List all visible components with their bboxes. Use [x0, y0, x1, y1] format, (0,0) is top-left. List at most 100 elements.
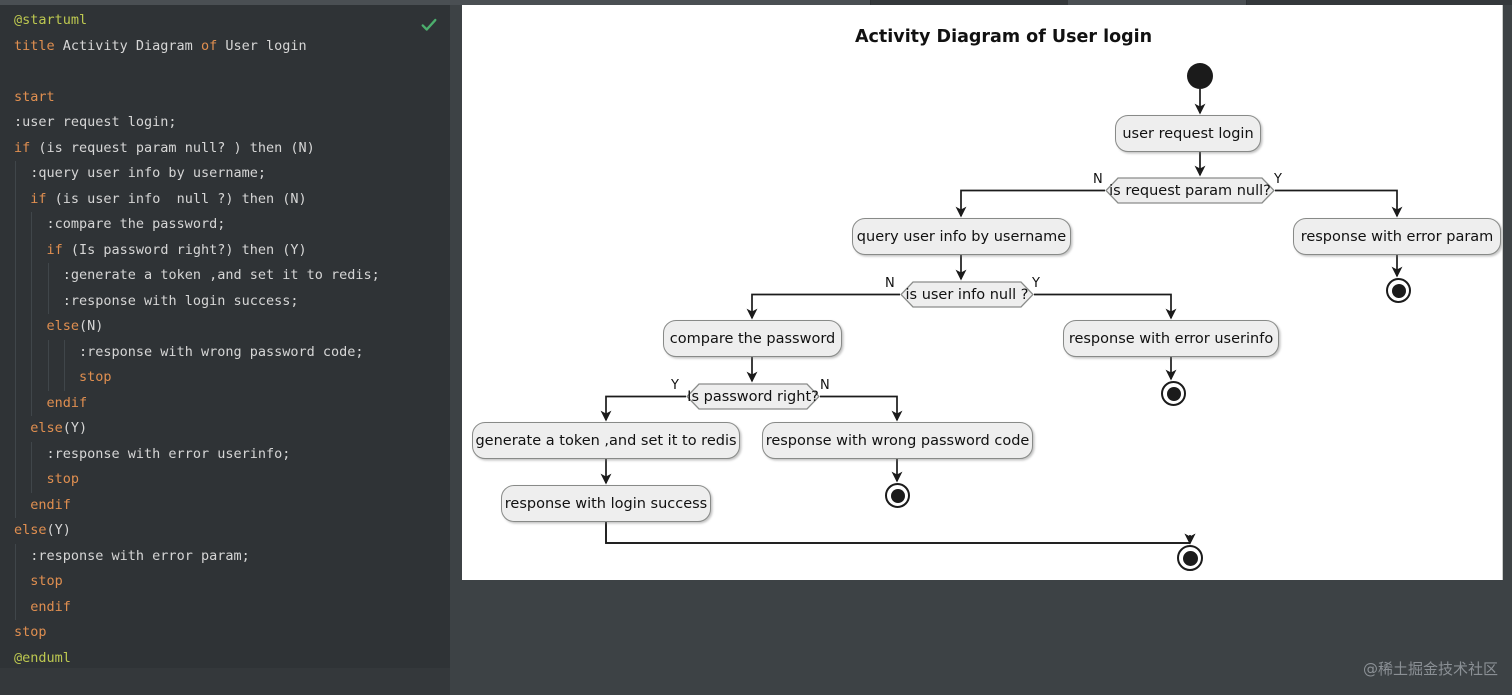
code-token: endif: [30, 598, 71, 615]
code-line[interactable]: endif: [0, 492, 450, 518]
branch-label: Y: [1032, 276, 1040, 291]
code-line[interactable]: stop: [0, 620, 450, 646]
code-token: (is request param null? ) then (N): [30, 139, 315, 156]
browser-tab[interactable]: [725, 0, 871, 5]
decision-node: is user info null ?: [900, 281, 1034, 308]
code-token: stop: [79, 369, 112, 385]
code-token: User login: [217, 37, 307, 54]
code-token: :response with wrong password code;: [79, 343, 364, 360]
indent-guide: [63, 339, 65, 365]
activity-node: query user info by username: [852, 218, 1071, 255]
code-line[interactable]: if (is request param null? ) then (N): [0, 136, 450, 162]
watermark: @稀土掘金技术社区: [1362, 660, 1498, 678]
diagram-title: Activity Diagram of User login: [855, 27, 1153, 47]
code-line[interactable]: :user request login;: [0, 110, 450, 136]
code-line[interactable]: :response with login success;: [0, 288, 450, 314]
code-token: (N): [79, 318, 104, 334]
indent-guide: [15, 288, 16, 314]
end-node: [1177, 545, 1203, 571]
activity-node-label: response with error userinfo: [1068, 330, 1274, 347]
indent-guide: [15, 467, 16, 493]
diagram-preview-pane[interactable]: Activity Diagram of User login: [462, 5, 1503, 580]
indent-guide: [47, 263, 49, 289]
indent-guide: [31, 441, 33, 467]
indent-guide: [47, 365, 49, 391]
code-line[interactable]: title Activity Diagram of User login: [0, 34, 450, 60]
code-line[interactable]: if (Is password right?) then (Y): [0, 237, 450, 263]
code-token: :compare the password;: [46, 216, 226, 232]
code-token: Activity Diagram: [54, 37, 201, 54]
code-token: start: [14, 88, 55, 105]
activity-node-label: response with wrong password code: [765, 432, 1030, 449]
indent-guide: [31, 237, 33, 263]
editor-bottom-strip: [0, 668, 450, 695]
branch-label: N: [820, 378, 830, 393]
code-token: title: [14, 37, 55, 54]
indent-guide: [15, 339, 16, 365]
start-node: [1187, 63, 1213, 89]
code-token: of: [200, 37, 218, 54]
decision-shape: [686, 383, 820, 410]
indent-guide: [15, 594, 16, 620]
code-line[interactable]: else(Y): [0, 416, 450, 442]
code-line[interactable]: stop: [0, 365, 450, 391]
activity-node-label: response with login success: [504, 495, 708, 512]
code-line[interactable]: @startuml: [0, 8, 450, 34]
code-token: endif: [30, 496, 71, 513]
indent-guide: [15, 263, 16, 289]
indent-guide: [15, 569, 16, 595]
code-line[interactable]: @enduml: [0, 646, 450, 669]
code-token: :query user info by username;: [30, 165, 266, 181]
activity-node: response with wrong password code: [762, 422, 1033, 459]
code-token: if: [46, 241, 63, 258]
code-token: else: [46, 318, 80, 334]
decision-node: Is password right?: [686, 383, 820, 410]
code-token: (Y): [62, 420, 88, 436]
code-line[interactable]: [0, 59, 450, 85]
code-line[interactable]: stop: [0, 569, 450, 595]
code-line[interactable]: :generate a token ,and set it to redis;: [0, 263, 450, 289]
code-line[interactable]: start: [0, 85, 450, 111]
code-line[interactable]: :query user info by username;: [0, 161, 450, 187]
activity-node: response with login success: [501, 485, 711, 522]
code-line[interactable]: endif: [0, 594, 450, 620]
code-token: (Is password right?) then (Y): [62, 241, 307, 258]
code-line[interactable]: if (is user info null ?) then (N): [0, 186, 450, 212]
code-line[interactable]: :response with wrong password code;: [0, 339, 450, 365]
indent-guide: [15, 492, 16, 518]
code-line[interactable]: else(N): [0, 314, 450, 340]
branch-label: N: [1093, 172, 1103, 187]
code-line[interactable]: endif: [0, 390, 450, 416]
activity-node-label: response with error param: [1300, 228, 1494, 245]
code-line[interactable]: stop: [0, 467, 450, 493]
branch-label: Y: [1274, 172, 1282, 187]
activity-node: response with error param: [1293, 218, 1501, 255]
indent-guide: [15, 390, 16, 416]
code-token: (Y): [46, 522, 71, 538]
editor-bottom-strip-inner: [4, 668, 450, 695]
code-token: endif: [46, 394, 88, 411]
code-token: :user request login;: [14, 114, 177, 130]
indent-guide: [31, 365, 33, 391]
indent-guide: [63, 365, 65, 391]
end-node: [885, 483, 910, 508]
code-token: :response with error userinfo;: [46, 445, 291, 462]
code-line[interactable]: :compare the password;: [0, 212, 450, 238]
code-line[interactable]: else(Y): [0, 518, 450, 544]
code-token: (is user info null ?) then (N): [46, 190, 307, 207]
indent-guide: [31, 288, 33, 314]
activity-node: generate a token ,and set it to redis: [472, 422, 740, 459]
activity-node-label: user request login: [1122, 125, 1254, 142]
code-token: else: [30, 420, 63, 436]
code-token: if: [14, 139, 31, 156]
decision-node: is request param null?: [1105, 177, 1275, 204]
code-line[interactable]: :response with error userinfo;: [0, 441, 450, 467]
indent-guide: [15, 543, 16, 569]
code-token: stop: [30, 573, 63, 589]
activity-node-label: generate a token ,and set it to redis: [475, 432, 737, 449]
activity-node-label: compare the password: [669, 330, 836, 347]
browser-tab[interactable]: [1156, 0, 1247, 5]
code-line[interactable]: :response with error param;: [0, 543, 450, 569]
